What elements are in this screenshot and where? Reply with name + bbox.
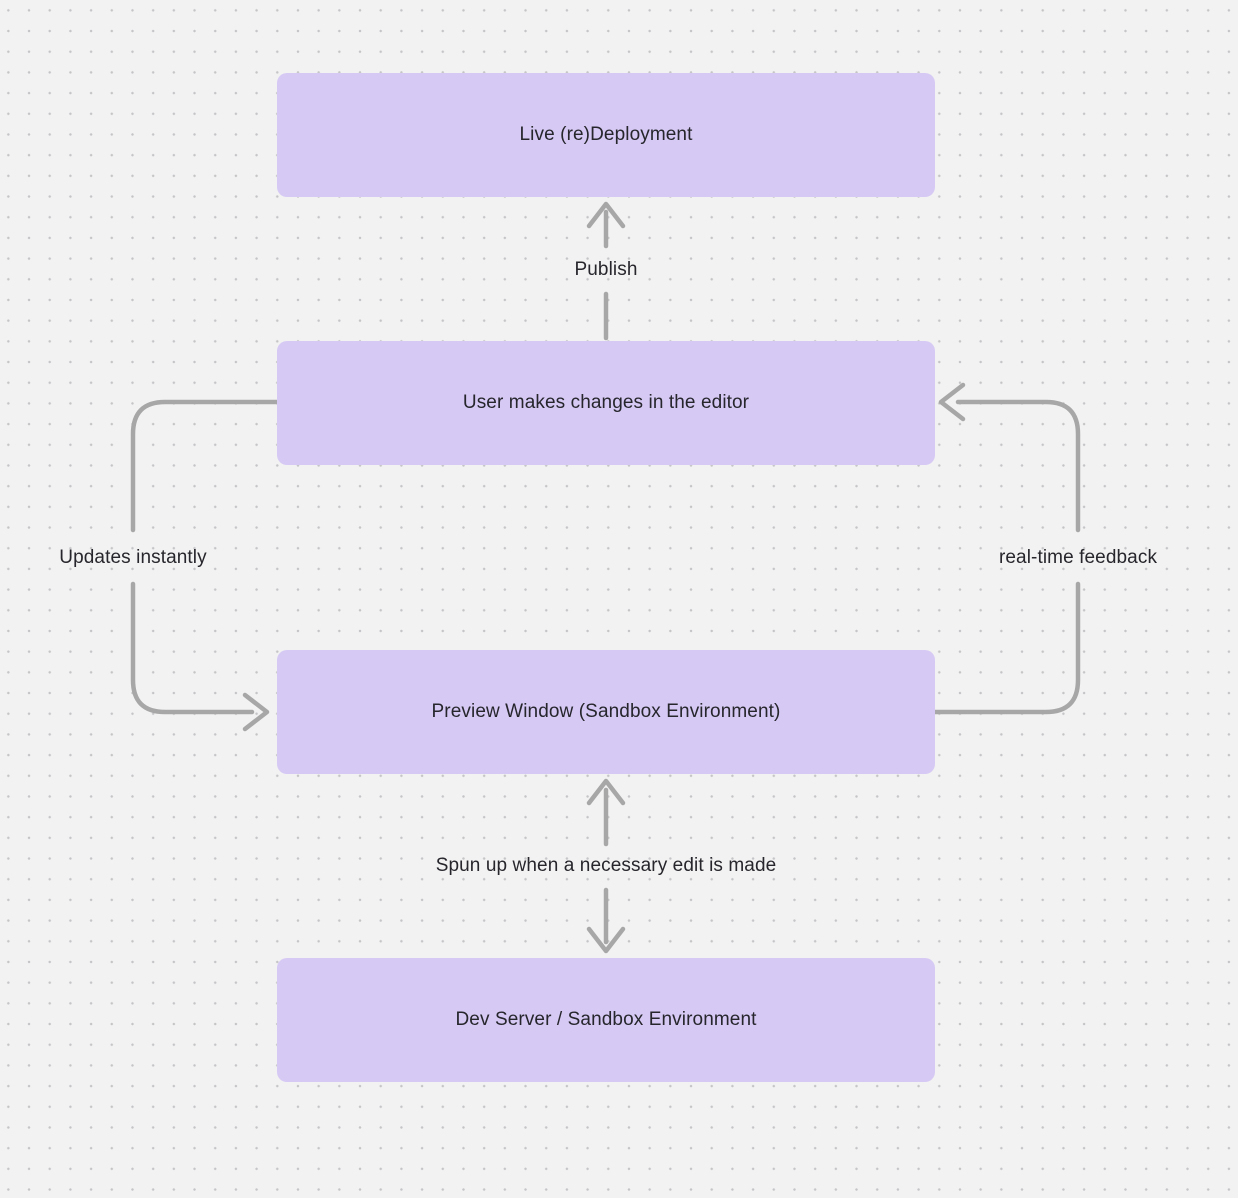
updates-arrow-segment-lower bbox=[130, 581, 255, 715]
updates-arrow-segment-upper bbox=[130, 399, 280, 533]
spun-up-arrowhead-down-icon bbox=[586, 926, 626, 954]
realtime-feedback-arrow bbox=[932, 382, 1081, 715]
node-live-redeployment-label: Live (re)Deployment bbox=[519, 124, 693, 145]
node-live-redeployment: Live (re)Deployment bbox=[277, 73, 935, 197]
spun-up-arrow bbox=[586, 778, 626, 954]
node-dev-server: Dev Server / Sandbox Environment bbox=[277, 958, 935, 1082]
feedback-arrow-segment-upper bbox=[955, 399, 1081, 533]
publish-arrow bbox=[586, 201, 626, 341]
node-dev-server-label: Dev Server / Sandbox Environment bbox=[455, 1009, 757, 1030]
publish-arrowhead-up-icon bbox=[586, 201, 626, 229]
edge-label-spun-up: Spun up when a necessary edit is made bbox=[435, 855, 777, 876]
edge-label-updates-instantly: Updates instantly bbox=[59, 547, 207, 568]
node-user-editor: User makes changes in the editor bbox=[277, 341, 935, 465]
edge-label-publish: Publish bbox=[574, 259, 638, 280]
node-preview-window-label: Preview Window (Sandbox Environment) bbox=[431, 701, 781, 722]
feedback-arrowhead-left-icon bbox=[938, 382, 966, 422]
feedback-arrow-segment-lower bbox=[932, 581, 1081, 715]
node-preview-window: Preview Window (Sandbox Environment) bbox=[277, 650, 935, 774]
spun-up-arrowhead-up-icon bbox=[586, 778, 626, 806]
node-user-editor-label: User makes changes in the editor bbox=[462, 392, 750, 413]
updates-instantly-arrow bbox=[130, 399, 280, 732]
edge-label-realtime-feedback: real-time feedback bbox=[998, 547, 1158, 568]
updates-arrowhead-right-icon bbox=[242, 692, 270, 732]
